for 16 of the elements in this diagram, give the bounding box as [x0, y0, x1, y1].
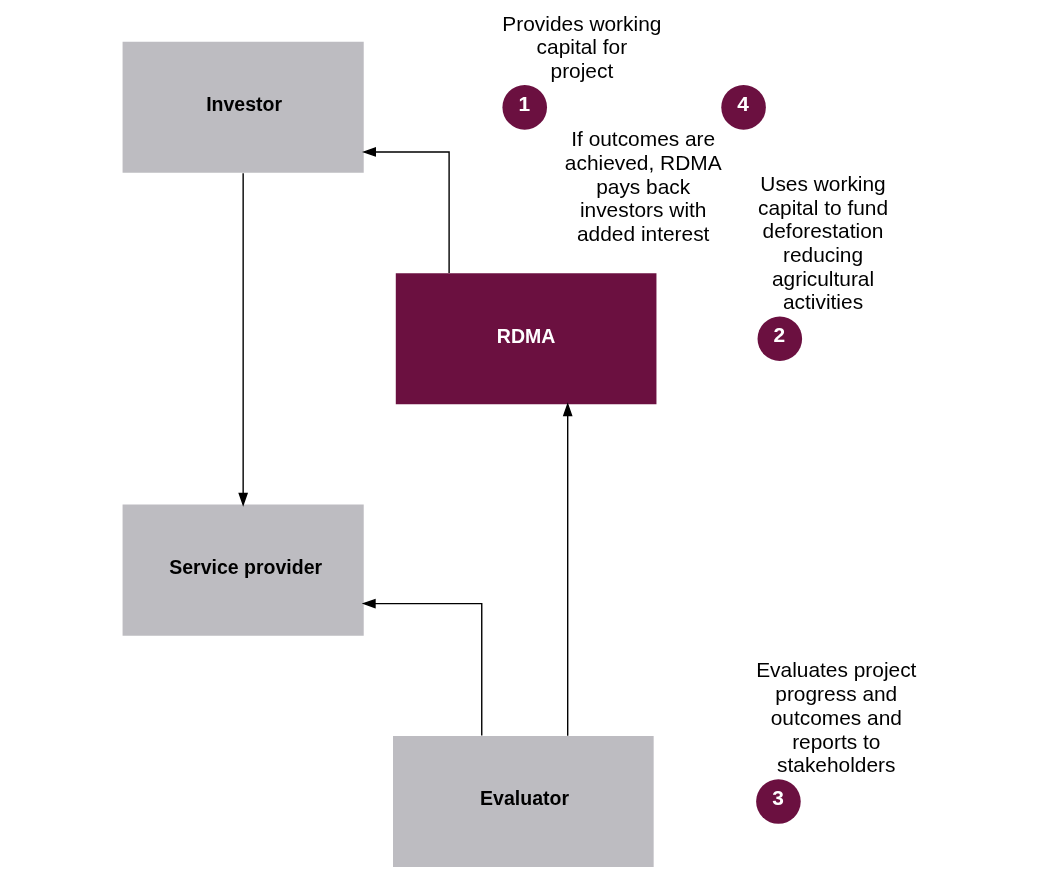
node-circle: 2	[757, 316, 802, 362]
node-label: Uses working capital to fund deforestation reducing agricultural activities	[757, 171, 888, 314]
node-box: Investor	[122, 41, 364, 173]
node-label: If outcomes are achieved, RDMA pays back investors with added interest	[564, 127, 722, 246]
node-box: RDMA	[395, 273, 656, 405]
arrow	[361, 598, 482, 737]
arrow	[562, 402, 573, 737]
node-label: Evaluates project progress and outcomes and reports to stakeholders	[755, 658, 916, 777]
node-circle: 4	[720, 85, 766, 130]
node-circle: 1	[501, 85, 547, 130]
arrow	[237, 172, 248, 507]
arrow	[361, 147, 450, 274]
node-label: Provides working capital for project	[501, 11, 661, 83]
node-box: Service provider	[122, 504, 364, 636]
node-box: Evaluator	[392, 736, 654, 868]
node-circle: 3	[755, 779, 801, 824]
